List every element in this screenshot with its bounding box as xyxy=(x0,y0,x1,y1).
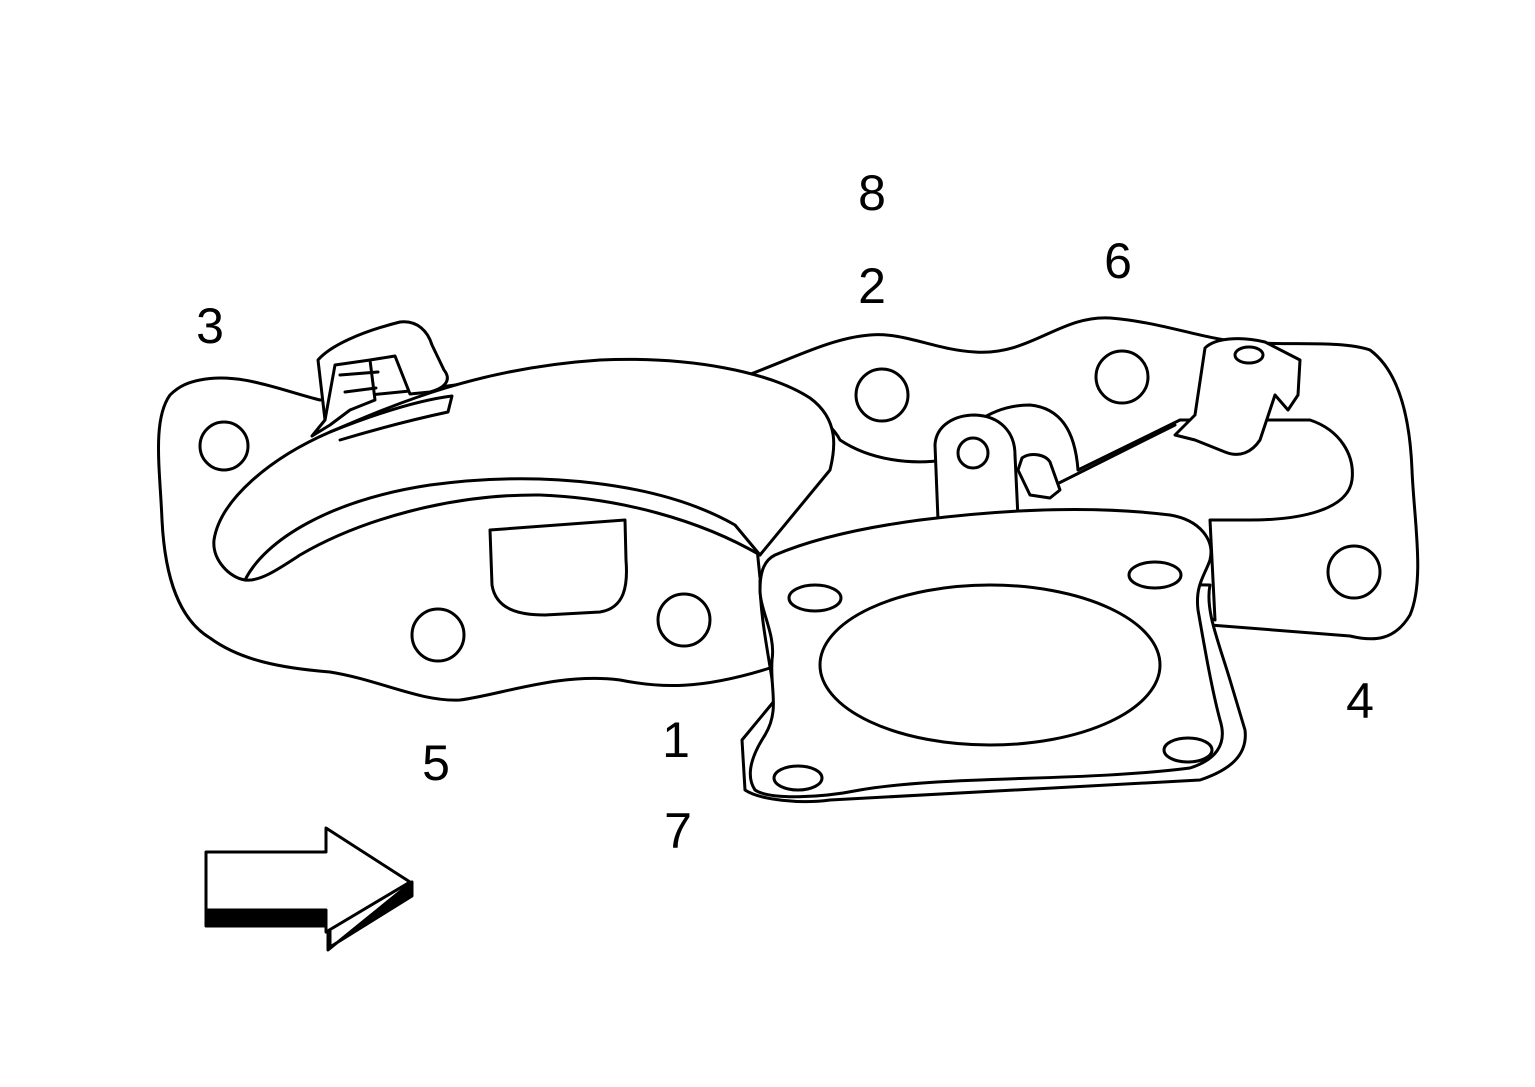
bolt-hole-3 xyxy=(198,420,250,472)
right-bracket-hole xyxy=(1233,345,1265,365)
bolt-hole-6 xyxy=(1094,349,1150,405)
tube-inner-edge xyxy=(243,477,762,582)
bolt-hole-2 xyxy=(854,367,910,423)
sequence-label-3: 3 xyxy=(196,298,224,354)
outlet-bolt-hole-tl xyxy=(787,583,843,613)
bolt-hole-4 xyxy=(1326,544,1382,600)
bolt-hole-5 xyxy=(410,607,466,663)
bolt-hole-1 xyxy=(656,592,712,648)
outlet-port xyxy=(818,583,1162,747)
sequence-label-4: 4 xyxy=(1346,673,1374,729)
tube-highlight xyxy=(328,394,454,442)
sequence-label-5: 5 xyxy=(422,735,450,791)
lower-runner xyxy=(488,518,628,617)
left-heat-shield-bracket xyxy=(310,320,449,438)
lifting-lug-hole xyxy=(956,436,990,470)
outlet-bolt-hole-tr xyxy=(1127,560,1183,590)
stud-nut xyxy=(1016,453,1062,500)
right-heat-shield-bracket xyxy=(1173,337,1302,456)
left-bracket-detail xyxy=(323,358,380,422)
outlet-bolt-hole-br xyxy=(1162,736,1214,764)
sequence-label-7: 7 xyxy=(664,803,692,859)
sequence-label-6: 6 xyxy=(1104,233,1132,289)
sequence-label-2: 2 xyxy=(858,258,886,314)
sequence-label-8: 8 xyxy=(858,165,886,221)
collector-tube xyxy=(212,357,836,582)
outlet-bolt-hole-bl xyxy=(772,764,824,792)
front-direction-arrow-icon xyxy=(204,826,414,952)
runner-seam xyxy=(1053,423,1177,487)
sequence-label-1: 1 xyxy=(662,712,690,768)
